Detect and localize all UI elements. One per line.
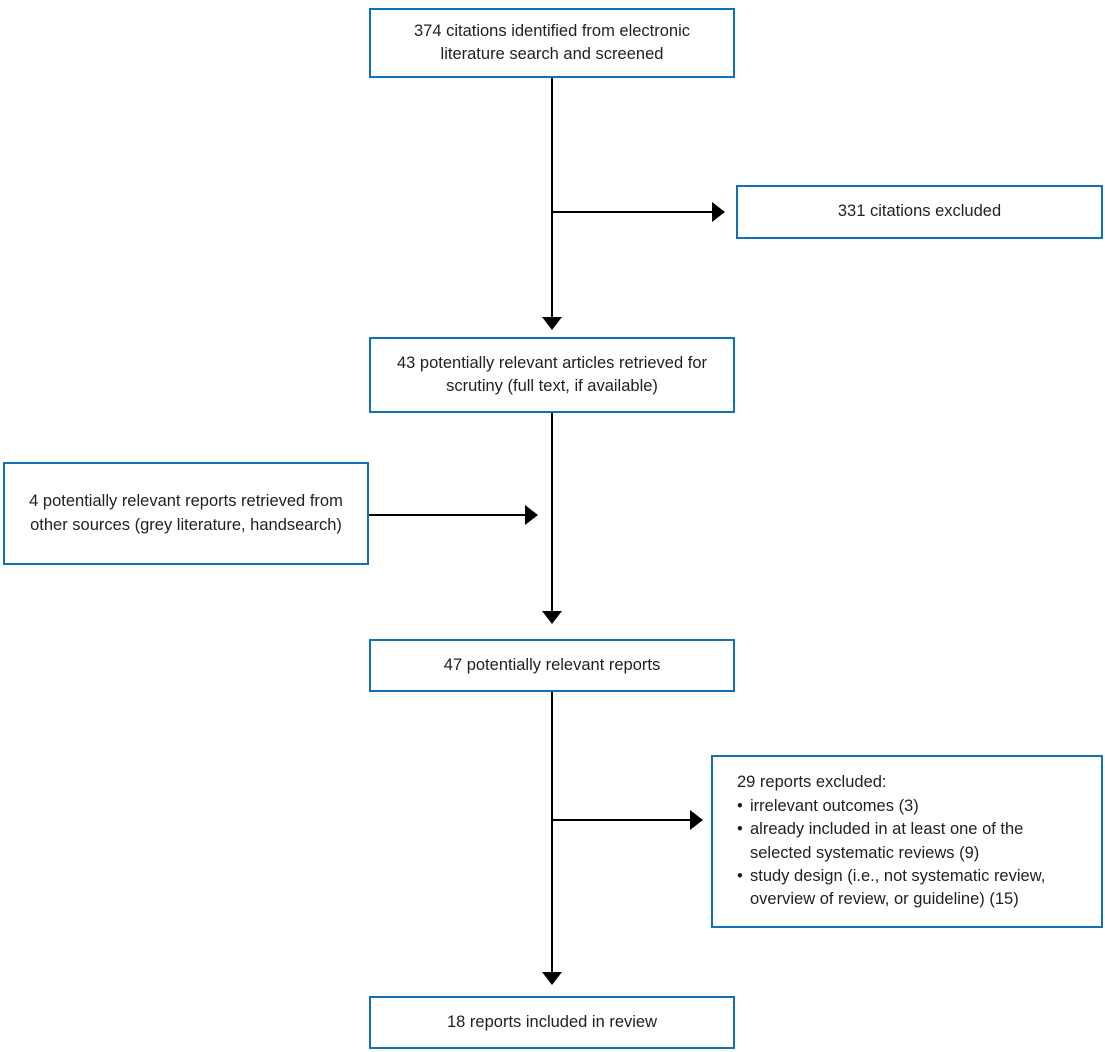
arrowhead-down-icon <box>542 611 562 624</box>
box-relevant-reports: 47 potentially relevant reports <box>369 639 735 692</box>
box-citations-screened: 374 citations identified from electronic… <box>369 8 735 78</box>
box-articles-retrieved: 43 potentially relevant articles retriev… <box>369 337 735 413</box>
box-articles-retrieved-text: 43 potentially relevant articles retriev… <box>397 353 707 395</box>
box-citations-excluded: 331 citations excluded <box>736 185 1103 239</box>
box-reports-included-text: 18 reports included in review <box>446 1012 658 1031</box>
bullet-icon: • <box>737 866 743 885</box>
connector-screened-to-retrieved <box>551 78 553 318</box>
arrowhead-down-icon <box>542 972 562 985</box>
box-relevant-reports-text: 47 potentially relevant reports <box>443 655 661 674</box>
bullet-icon: • <box>737 796 743 815</box>
connector-to-citations-excluded <box>552 211 712 213</box>
box-other-sources: 4 potentially relevant reports retrieved… <box>3 462 369 565</box>
connector-retrieved-to-relevant <box>551 413 553 612</box>
excluded-reason-text: irrelevant outcomes (3) <box>750 796 919 815</box>
connector-from-other-sources <box>369 514 525 516</box>
arrowhead-down-icon <box>542 317 562 330</box>
box-reports-included: 18 reports included in review <box>369 996 735 1049</box>
box-reports-excluded: 29 reports excluded: • irrelevant outcom… <box>711 755 1103 928</box>
arrowhead-right-icon <box>712 202 725 222</box>
excluded-reason-item: • already included in at least one of th… <box>737 818 1089 865</box>
excluded-reason-text: study design (i.e., not systematic revie… <box>750 866 1046 909</box>
excluded-reason-item: • study design (i.e., not systematic rev… <box>737 865 1089 912</box>
box-other-sources-text: 4 potentially relevant reports retrieved… <box>29 492 343 534</box>
connector-to-reports-excluded <box>552 819 690 821</box>
excluded-reason-item: • irrelevant outcomes (3) <box>737 795 919 818</box>
box-reports-excluded-title: 29 reports excluded: <box>737 773 887 792</box>
connector-relevant-to-included <box>551 692 553 973</box>
arrowhead-right-icon <box>690 810 703 830</box>
bullet-icon: • <box>737 820 743 839</box>
box-citations-excluded-text: 331 citations excluded <box>837 202 1002 221</box>
box-citations-screened-text: 374 citations identified from electronic… <box>413 21 691 63</box>
excluded-reason-text: already included in at least one of the … <box>750 820 1024 862</box>
arrowhead-right-icon <box>525 505 538 525</box>
